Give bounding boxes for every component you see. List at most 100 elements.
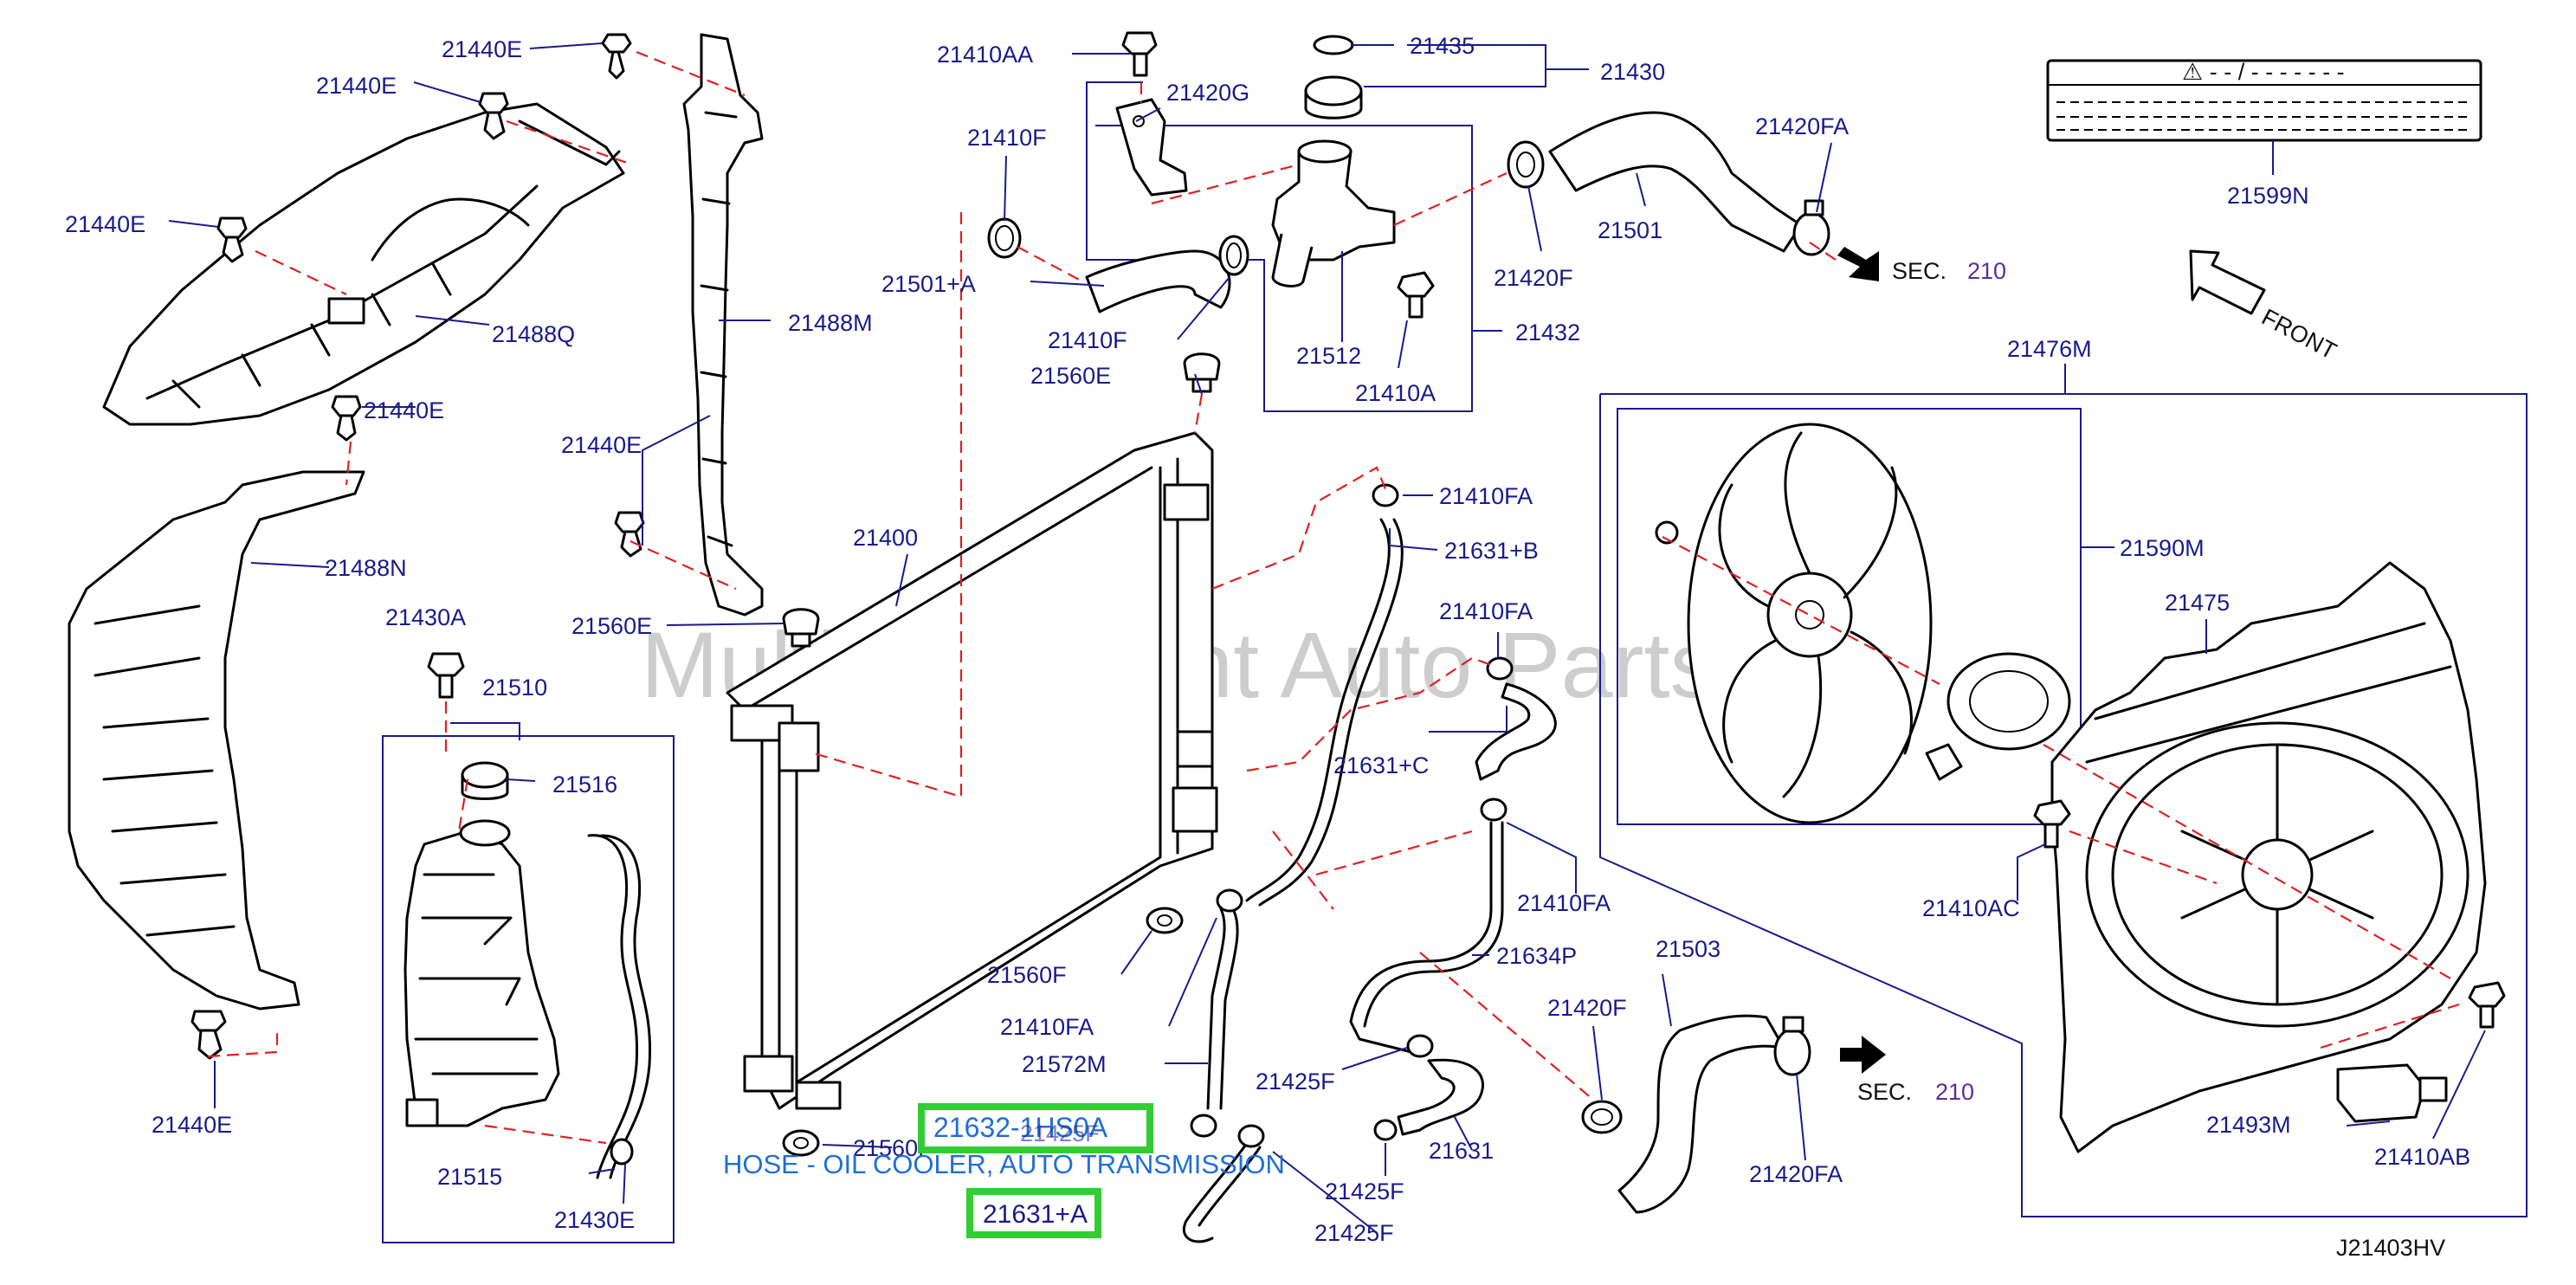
- hose-21631A-inner: [1198, 1146, 1262, 1227]
- clip-21440E-c: [216, 216, 248, 263]
- label-21631C: 21631+C: [1333, 752, 1429, 778]
- label-21425F-b: 21425F: [1020, 1120, 1100, 1146]
- label-21501A: 21501+A: [881, 271, 976, 297]
- label-21410AB: 21410AB: [2374, 1144, 2470, 1170]
- label-21440E-f: 21440E: [152, 1112, 232, 1138]
- clamp-21420F-a: [1507, 140, 1545, 189]
- hose-21631C: [1475, 682, 1557, 781]
- o-ring-21435: [1313, 35, 1354, 55]
- clamp-21410FA-c: [1480, 797, 1508, 822]
- sec-number-bottom: 210: [1935, 1079, 1974, 1105]
- label-21440E-b: 21440E: [316, 73, 397, 99]
- label-21634P: 21634P: [1496, 943, 1577, 969]
- grommet-21560F-b: [782, 1129, 820, 1157]
- hose-21515: [587, 834, 639, 1179]
- highlight-part-number-a[interactable]: 21632-1HS0A: [933, 1112, 1108, 1143]
- label-21432: 21432: [1515, 320, 1580, 345]
- label-21410F-a: 21410F: [967, 125, 1047, 151]
- label-21420G: 21420G: [1166, 80, 1249, 106]
- grommet-21560F-a: [1146, 907, 1184, 934]
- highlight-part-21632-1HS0A[interactable]: 21632-1HS0A 21425F: [918, 1103, 1153, 1153]
- label-21590M: 21590M: [2120, 535, 2205, 561]
- resistor-21493M: [2336, 1063, 2448, 1123]
- label-card-header: ⚠ - - / - - - - - - -: [2182, 59, 2345, 85]
- water-outlet-21512: [1271, 139, 1396, 287]
- sec-arrow-icon-top: [1837, 247, 1879, 281]
- radiator-21400: [726, 431, 1218, 1110]
- bolt-21430A: [427, 652, 465, 699]
- label-21410FA-c: 21410FA: [1517, 890, 1611, 916]
- label-21572M: 21572M: [1022, 1051, 1107, 1077]
- label-21425F-a: 21425F: [1256, 1069, 1335, 1095]
- hose-21572M-inner: [1219, 909, 1239, 1110]
- label-21425F-c: 21425F: [1325, 1178, 1404, 1204]
- bolt-21410AC: [2033, 799, 2071, 849]
- reservoir-tank-21510: [404, 819, 560, 1127]
- front-label: FRONT: [2257, 304, 2340, 365]
- label-21440E-c: 21440E: [65, 211, 145, 237]
- clamp-21425F-a: [1406, 1034, 1434, 1058]
- group-frame-21430: [1086, 81, 1473, 412]
- clip-21440E-d: [331, 395, 362, 442]
- label-21430E: 21430E: [554, 1207, 635, 1233]
- front-arrow-icon: [2189, 249, 2266, 315]
- label-21410A: 21410A: [1355, 380, 1436, 406]
- label-21488M: 21488M: [788, 310, 873, 336]
- clip-21440E-a: [601, 33, 632, 80]
- label-21475: 21475: [2165, 590, 2230, 616]
- label-21410FA-b: 21410FA: [1439, 598, 1533, 624]
- clamp-21425F-c: [1190, 1114, 1217, 1138]
- hose-21631A: [1182, 1141, 1249, 1243]
- label-21515: 21515: [437, 1164, 502, 1190]
- bracket-21420G: [1115, 98, 1188, 197]
- label-21410F-b: 21410F: [1048, 327, 1127, 353]
- label-21560E-b: 21560E: [571, 613, 652, 639]
- label-21435: 21435: [1410, 33, 1475, 59]
- cap-21516: [461, 761, 509, 800]
- sec-arrow-icon-bottom: [1840, 1036, 1886, 1074]
- group-frame-21510: [382, 735, 675, 1243]
- fan-motor: [1925, 652, 2071, 781]
- clip-21440E-f: [190, 1010, 227, 1060]
- label-21430A: 21430A: [385, 604, 466, 630]
- label-21501: 21501: [1598, 217, 1662, 243]
- label-21631: 21631: [1429, 1138, 1494, 1164]
- label-21560E-a: 21560E: [1030, 363, 1111, 389]
- label-card-21599N: [2046, 59, 2482, 142]
- label-21420FA-b: 21420FA: [1749, 1161, 1843, 1187]
- label-21400: 21400: [853, 525, 918, 551]
- clamp-21420FA-b: [1773, 1016, 1811, 1076]
- label-21410AC: 21410AC: [1922, 895, 2020, 921]
- pipe-21634P-inner: [1363, 821, 1504, 1028]
- radiator-upper-cover-21488Q: [102, 102, 625, 426]
- label-21440E-d: 21440E: [364, 397, 444, 423]
- diagram-code: J21403HV: [2336, 1235, 2445, 1261]
- highlight-part-21631A[interactable]: 21631+A: [966, 1188, 1101, 1238]
- clamp-21430E: [610, 1138, 634, 1166]
- sec-label-bottom: SEC.: [1857, 1079, 1912, 1105]
- clamp-21410FA-b: [1486, 656, 1514, 681]
- bracket-21488M: [682, 33, 764, 617]
- label-21420FA-a: 21420FA: [1755, 113, 1849, 139]
- highlight-part-description: HOSE - OIL COOLER, AUTO TRANSMISSION: [723, 1149, 1285, 1179]
- hose-21501: [1548, 111, 1803, 253]
- hose-21503: [1617, 1014, 1785, 1214]
- group-frame-21590M: [1617, 408, 2082, 825]
- clamp-21410FA-d: [1216, 888, 1243, 913]
- label-21420F-a: 21420F: [1494, 265, 1573, 291]
- bolt-21410AB: [2468, 981, 2506, 1029]
- label-21420F-b: 21420F: [1547, 995, 1627, 1021]
- clamp-21425F-d: [1237, 1124, 1265, 1148]
- pipe-21634P: [1349, 821, 1493, 1054]
- label-21503: 21503: [1656, 936, 1721, 962]
- label-21425F-d: 21425F: [1314, 1220, 1394, 1246]
- label-21476M: 21476M: [2007, 336, 2092, 362]
- label-21510: 21510: [482, 675, 547, 701]
- cap-21560E-left: [782, 608, 820, 648]
- label-21440E-e: 21440E: [561, 432, 642, 458]
- label-21410FA-a: 21410FA: [1439, 483, 1533, 509]
- highlight-part-number-b[interactable]: 21631+A: [983, 1200, 1088, 1229]
- group-frame-21476M: [1599, 393, 2528, 1217]
- sec-number-top: 210: [1967, 258, 2006, 284]
- bolt-21410A: [1397, 271, 1435, 319]
